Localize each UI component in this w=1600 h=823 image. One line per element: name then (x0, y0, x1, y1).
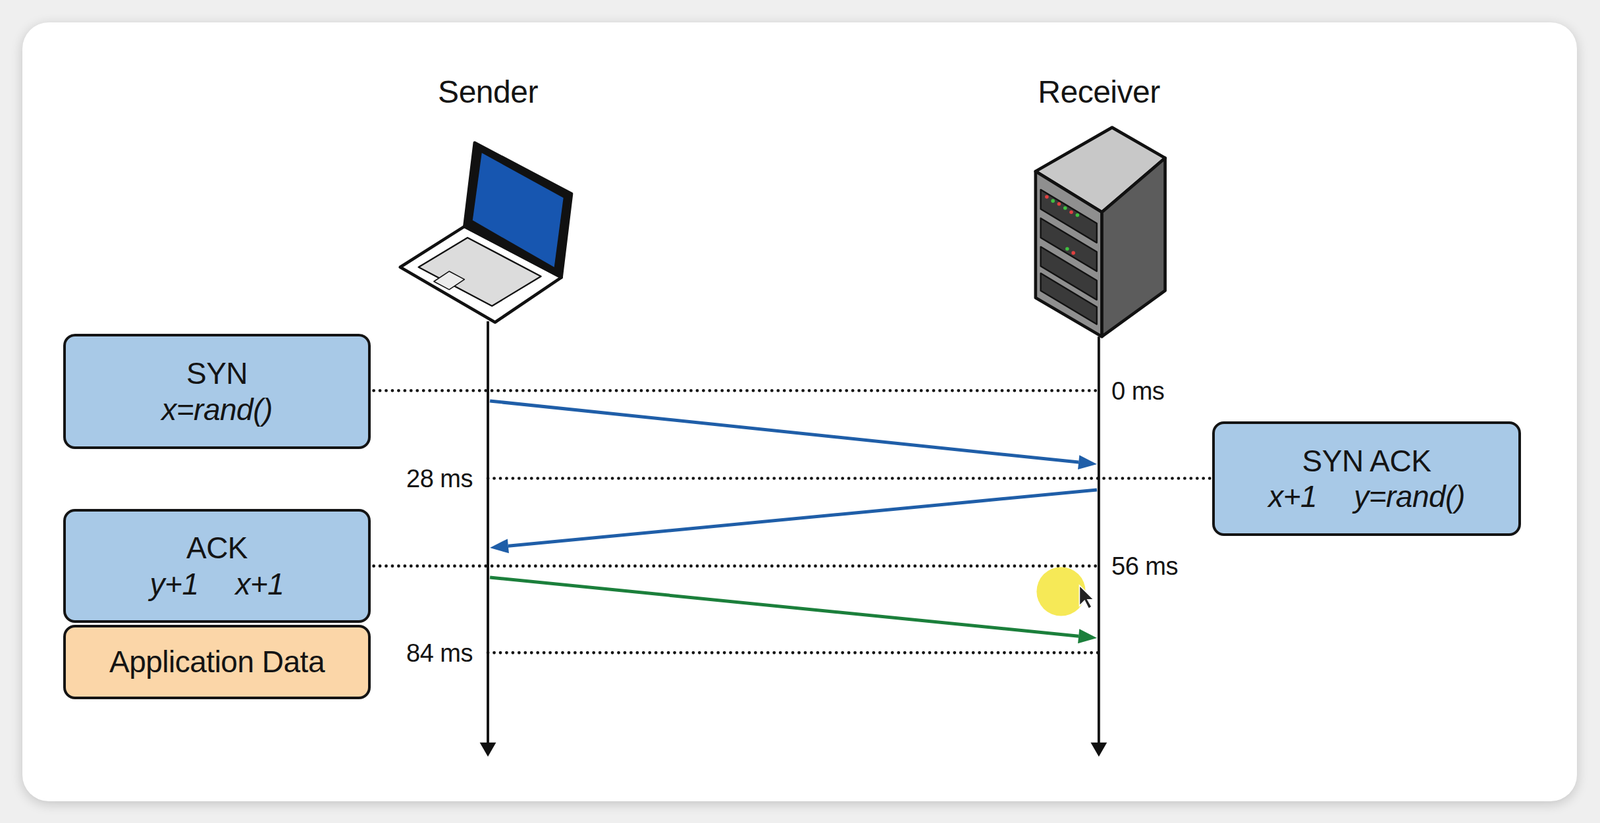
time-label: 56 ms (1111, 551, 1178, 582)
sequence-field: x+1 (1268, 478, 1317, 515)
message-box: Application Data (63, 624, 371, 700)
message-name: SYN ACK (1302, 443, 1432, 479)
message-name: Application Data (109, 643, 325, 680)
laptop-icon (400, 142, 572, 323)
message-arrow (489, 400, 1097, 470)
lifeline (480, 321, 1108, 757)
arrow-head (1077, 628, 1097, 644)
message-name: ACK (186, 530, 248, 566)
arrow-line (508, 489, 1097, 546)
sequence-field: x=rand() (161, 391, 273, 428)
sequence-field: x+1 (235, 566, 285, 602)
server-icon (1035, 127, 1166, 338)
time-label: 28 ms (406, 463, 473, 494)
sequence-field: y+1 (150, 566, 199, 602)
message-name: SYN (186, 355, 248, 392)
participant-name: Sender (437, 73, 538, 111)
message-arrow (489, 577, 1097, 644)
message-box: ACKy+1 x+1 (63, 508, 371, 623)
participant-name: Receiver (1037, 73, 1160, 111)
time-label: 84 ms (406, 638, 473, 669)
arrow-head (489, 538, 509, 554)
participant: Receiver (1096, 73, 1101, 752)
cursor-highlight (1036, 566, 1094, 616)
arrow-head (1077, 454, 1097, 470)
arrow-line (489, 577, 1079, 637)
message-box: SYNx=rand() (63, 333, 371, 450)
message-box: SYN ACKx+1 y=rand() (1212, 421, 1521, 536)
time-label: 0 ms (1111, 375, 1165, 407)
time-gridline (373, 390, 1211, 653)
field-row: x=rand() (161, 391, 273, 428)
arrow-line (489, 400, 1079, 463)
sequence-field: y=rand() (1353, 478, 1466, 515)
field-row: x+1 y=rand() (1268, 478, 1466, 515)
message-arrow (489, 489, 1097, 554)
participant: Sender (485, 73, 490, 752)
field-row: y+1 x+1 (150, 566, 285, 602)
